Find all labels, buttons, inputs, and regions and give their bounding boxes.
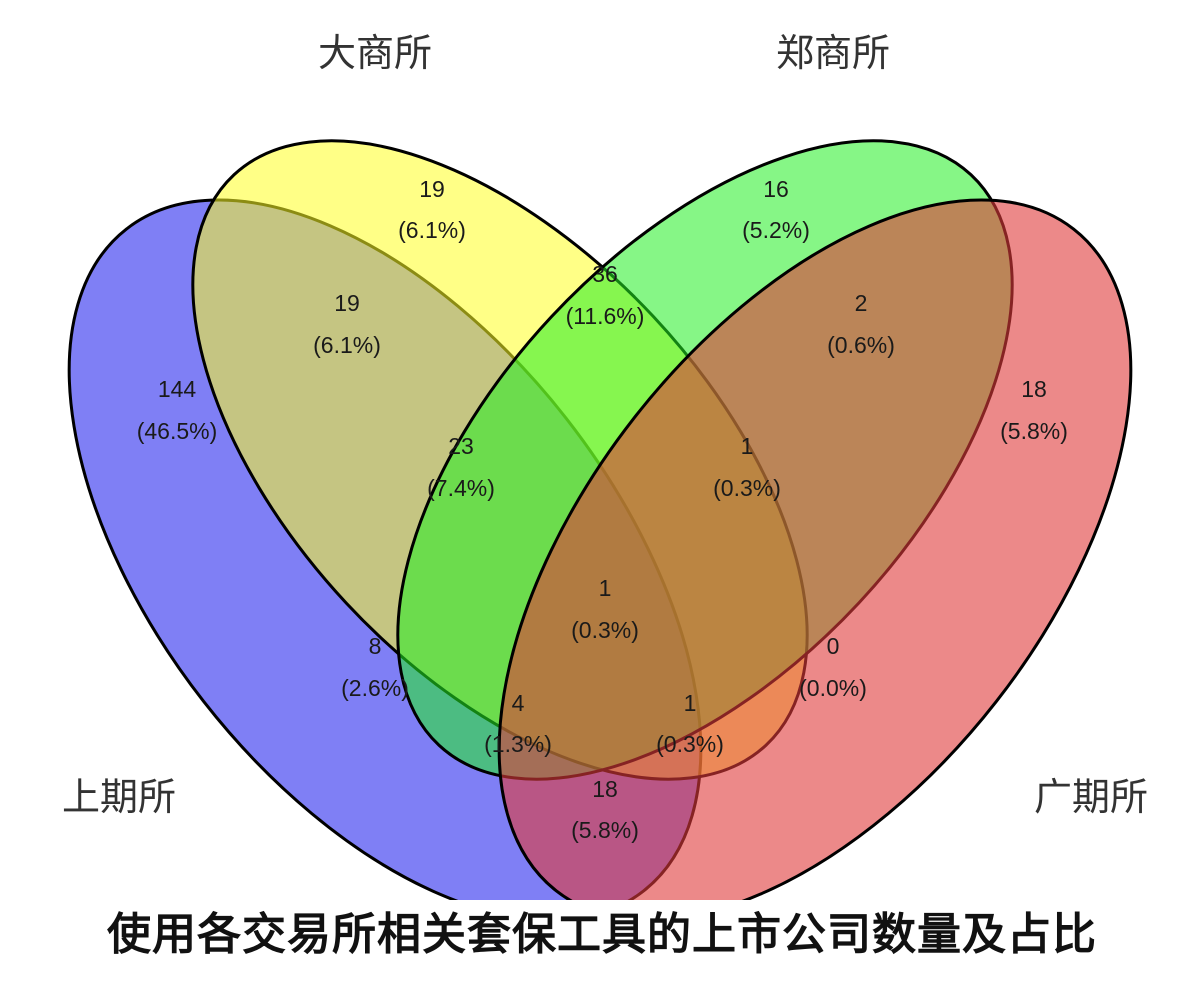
region-percent: (0.3%)	[571, 617, 639, 643]
region-czce-only: 16 (5.2%)	[742, 176, 810, 243]
region-count: 1	[599, 575, 612, 601]
region-shfe-only: 144 (46.5%)	[137, 376, 218, 444]
region-count: 19	[419, 176, 445, 202]
region-count: 144	[158, 376, 197, 402]
region-count: 19	[334, 290, 360, 316]
region-percent: (2.6%)	[341, 675, 409, 701]
region-count: 0	[827, 633, 840, 659]
region-count: 18	[1021, 376, 1047, 402]
region-all-four: 1 (0.3%)	[571, 575, 639, 643]
region-percent: (6.1%)	[313, 332, 381, 358]
region-czce-gfex: 2 (0.6%)	[827, 290, 895, 358]
set-label-gfex: 广期所	[1034, 775, 1148, 819]
ellipse-layer	[67, 139, 1133, 900]
region-count: 36	[592, 261, 618, 287]
region-percent: (5.2%)	[742, 217, 810, 243]
region-count: 1	[684, 690, 697, 716]
set-label-czce: 郑商所	[776, 31, 890, 75]
set-ellipse-gfex	[497, 198, 1133, 900]
region-percent: (1.3%)	[484, 731, 552, 757]
region-count: 18	[592, 776, 618, 802]
region-shfe-czce: 8 (2.6%)	[341, 633, 409, 701]
set-label-dce: 大商所	[318, 31, 432, 75]
region-count: 4	[512, 690, 525, 716]
region-shfe-dce-gfex: 1 (0.3%)	[656, 690, 724, 757]
region-shfe-dce-czce: 23 (7.4%)	[427, 433, 495, 501]
region-percent: (5.8%)	[1000, 418, 1068, 444]
region-percent: (7.4%)	[427, 475, 495, 501]
region-count: 16	[763, 176, 789, 202]
region-gfex-only: 18 (5.8%)	[1000, 376, 1068, 444]
set-label-shfe: 上期所	[62, 775, 176, 819]
region-count: 1	[741, 433, 754, 459]
region-percent: (0.3%)	[713, 475, 781, 501]
region-shfe-gfex: 18 (5.8%)	[571, 776, 639, 843]
region-percent: (11.6%)	[566, 303, 645, 329]
region-dce-czce: 36 (11.6%)	[566, 261, 645, 329]
region-count: 8	[369, 633, 382, 659]
region-count: 2	[855, 290, 868, 316]
region-count: 23	[448, 433, 474, 459]
region-percent: (0.6%)	[827, 332, 895, 358]
region-labels: 144 (46.5%) 19 (6.1%) 16 (5.2%) 18 (5.8%…	[137, 176, 1068, 843]
region-shfe-czce-gfex: 4 (1.3%)	[484, 690, 552, 757]
region-dce-czce-gfex: 1 (0.3%)	[713, 433, 781, 501]
region-percent: (0.0%)	[799, 675, 867, 701]
region-percent: (0.3%)	[656, 731, 724, 757]
region-dce-gfex: 0 (0.0%)	[799, 633, 867, 701]
diagram-caption: 使用各交易所相关套保工具的上市公司数量及占比	[107, 909, 1097, 960]
region-percent: (5.8%)	[571, 817, 639, 843]
venn-diagram: 大商所 郑商所 上期所 广期所 144 (46.5%) 19 (6.1%) 16…	[62, 31, 1148, 900]
region-percent: (6.1%)	[398, 217, 466, 243]
set-labels: 大商所 郑商所 上期所 广期所	[62, 31, 1148, 819]
region-shfe-dce: 19 (6.1%)	[313, 290, 381, 358]
region-dce-only: 19 (6.1%)	[398, 176, 466, 243]
region-percent: (46.5%)	[137, 418, 218, 444]
